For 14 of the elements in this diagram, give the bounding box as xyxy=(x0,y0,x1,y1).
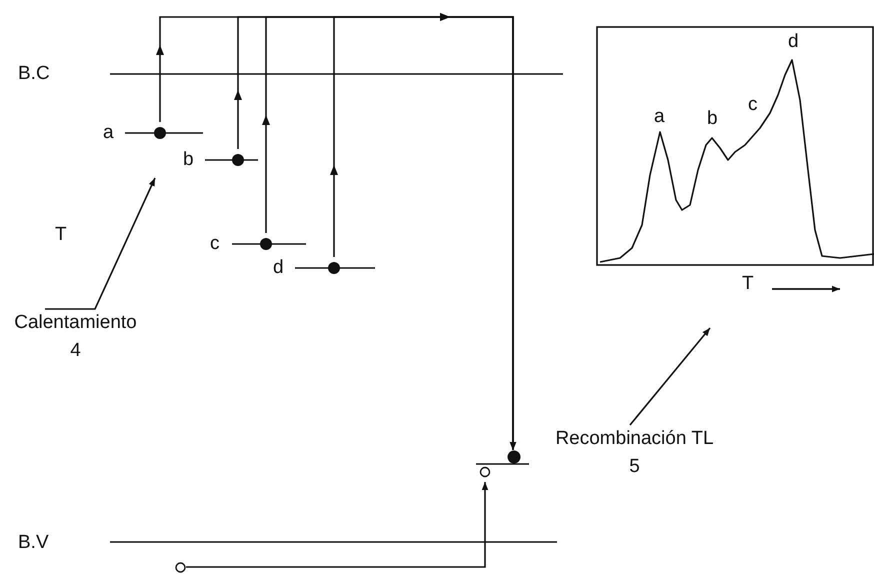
trap-label: b xyxy=(183,149,194,171)
trap-label: a xyxy=(103,122,114,144)
axis-label: T xyxy=(742,273,754,295)
peak-label: d xyxy=(788,31,799,53)
caption-text: Recombinación TL 5 xyxy=(552,425,717,481)
axis-label: T xyxy=(55,224,67,246)
peak-label: c xyxy=(748,94,758,116)
peak-label: b xyxy=(707,108,718,130)
trap-label: c xyxy=(210,233,220,255)
band-label: B.C xyxy=(18,63,50,85)
trap-label: d xyxy=(273,257,284,279)
peak-label: a xyxy=(654,106,665,128)
caption-text: Calentamiento 4 xyxy=(8,309,143,365)
band-label: B.V xyxy=(18,532,49,554)
